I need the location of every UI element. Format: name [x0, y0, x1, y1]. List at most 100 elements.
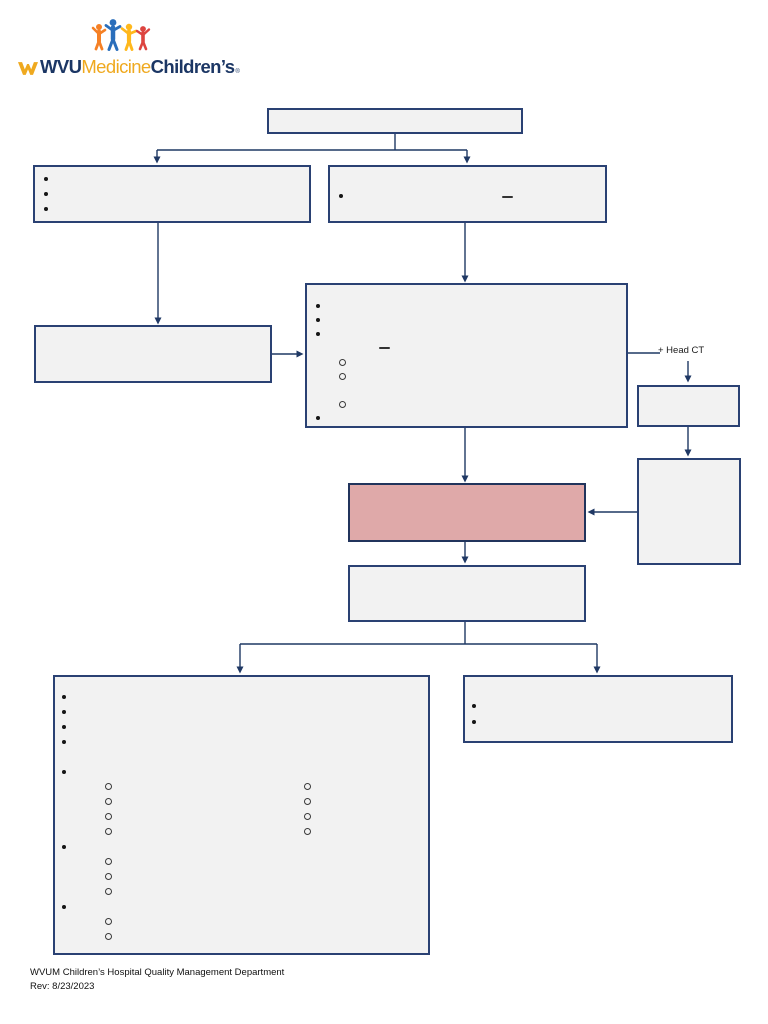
- circle-marker: [339, 400, 346, 408]
- disc-marker: [316, 318, 320, 322]
- figure-blue: [104, 19, 122, 51]
- bullet-item-disc: [316, 299, 618, 313]
- bullet-item-circle: [105, 929, 422, 944]
- footer-department: WVUM Children’s Hospital Quality Managem…: [30, 967, 285, 978]
- bullet-item-circle: [105, 884, 422, 899]
- bullet-item-disc: [44, 171, 301, 186]
- brand-medicine: Medicine: [81, 56, 151, 77]
- disc-marker: [62, 709, 66, 714]
- circle-marker: [105, 828, 112, 835]
- flying-wv-icon: [18, 62, 38, 75]
- brand-childrens: Children’s: [150, 56, 235, 77]
- bullet-item-disc: [472, 698, 723, 714]
- bullet-item-disc: [62, 734, 422, 749]
- bullet-item-circle: [304, 809, 460, 824]
- circle-marker: [105, 783, 112, 790]
- disc-marker: [472, 704, 476, 708]
- brand-registered-mark: ®: [235, 69, 240, 75]
- figure-orange: [91, 24, 107, 51]
- head-ct-label: + Head CT: [658, 345, 705, 356]
- bullet-item-circle: [105, 854, 422, 869]
- bullet-item-circle: [304, 824, 460, 839]
- bullet-item-circle: [339, 397, 618, 411]
- bullet-item-disc: [316, 313, 618, 327]
- blank-line: [62, 749, 422, 764]
- bullet-item-disc: [62, 704, 422, 719]
- circle-marker: [105, 858, 112, 865]
- bullet-item-dash: [379, 341, 618, 355]
- disc-marker: [62, 769, 66, 774]
- bullet-item-disc: [44, 201, 301, 216]
- bullet-item-disc: [62, 839, 422, 854]
- right-branch-box: [328, 165, 607, 223]
- disc-marker: [62, 724, 66, 729]
- circle-marker: [304, 813, 311, 820]
- circle-marker: [304, 798, 311, 805]
- bullet-item-disc: [316, 327, 618, 341]
- brand-wvu: WVU: [40, 56, 82, 77]
- family-figures-icon: [91, 19, 151, 51]
- disc-marker: [316, 304, 320, 308]
- circle-marker: [105, 933, 112, 940]
- circle-marker: [339, 372, 346, 380]
- circle-marker: [105, 813, 112, 820]
- bullet-item-disc: [472, 714, 723, 730]
- top-box: [267, 108, 523, 134]
- outcome-box: [348, 565, 586, 622]
- disc-marker: [339, 193, 343, 198]
- head-ct-box: [637, 385, 740, 427]
- redacted-dash: [502, 196, 513, 198]
- bullet-item-disc: [62, 764, 422, 779]
- bullet-item-circle: [105, 794, 261, 809]
- circle-marker: [339, 358, 346, 366]
- bullet-item-circle: [105, 824, 261, 839]
- bullet-item-disc: [62, 899, 422, 914]
- circle-marker: [304, 783, 311, 790]
- bottom-right-detail-box: [463, 675, 733, 743]
- bullet-item-disc: [44, 186, 301, 201]
- bullet-item-circle: [304, 794, 460, 809]
- disc-marker: [316, 332, 320, 336]
- disc-marker: [44, 176, 48, 181]
- left-action-box: [34, 325, 272, 383]
- bullet-item-circle: [105, 779, 261, 794]
- bullet-item-disc: [316, 411, 618, 425]
- figure-red: [135, 26, 151, 51]
- bullet-item-circle: [105, 869, 422, 884]
- head-ct-followup-box: [637, 458, 741, 565]
- disc-marker: [44, 206, 48, 211]
- bullet-item-disc: [62, 689, 422, 704]
- bullet-item-disc: [62, 719, 422, 734]
- disc-marker: [62, 904, 66, 909]
- two-column-bullets: [62, 779, 422, 839]
- bullet-item-circle: [304, 779, 460, 794]
- circle-marker: [105, 918, 112, 925]
- disc-marker: [316, 416, 320, 420]
- blank-line: [316, 383, 618, 397]
- disc-marker: [62, 844, 66, 849]
- circle-marker: [105, 873, 112, 880]
- disc-marker: [44, 191, 48, 196]
- bottom-left-detail-box: [53, 675, 430, 955]
- circle-marker: [105, 798, 112, 805]
- figure-gold: [120, 23, 138, 51]
- bullet-column: [261, 779, 460, 839]
- bullet-item-circle: [105, 914, 422, 929]
- alert-highlight-box: [348, 483, 586, 542]
- bullet-item-circle: [105, 809, 261, 824]
- disc-marker: [472, 720, 476, 724]
- footer-revision-date: Rev: 8/23/2023: [30, 980, 95, 992]
- bullet-column: [62, 779, 261, 839]
- bullet-item-circle: [339, 355, 618, 369]
- circle-marker: [105, 888, 112, 895]
- footer: WVUM Children’s Hospital Quality Managem…: [30, 966, 284, 993]
- bullet-item-disc: [339, 188, 597, 203]
- left-branch-box: [33, 165, 311, 223]
- dash-marker: [379, 347, 390, 349]
- circle-marker: [304, 828, 311, 835]
- disc-marker: [62, 739, 66, 744]
- central-assessment-box: [305, 283, 628, 428]
